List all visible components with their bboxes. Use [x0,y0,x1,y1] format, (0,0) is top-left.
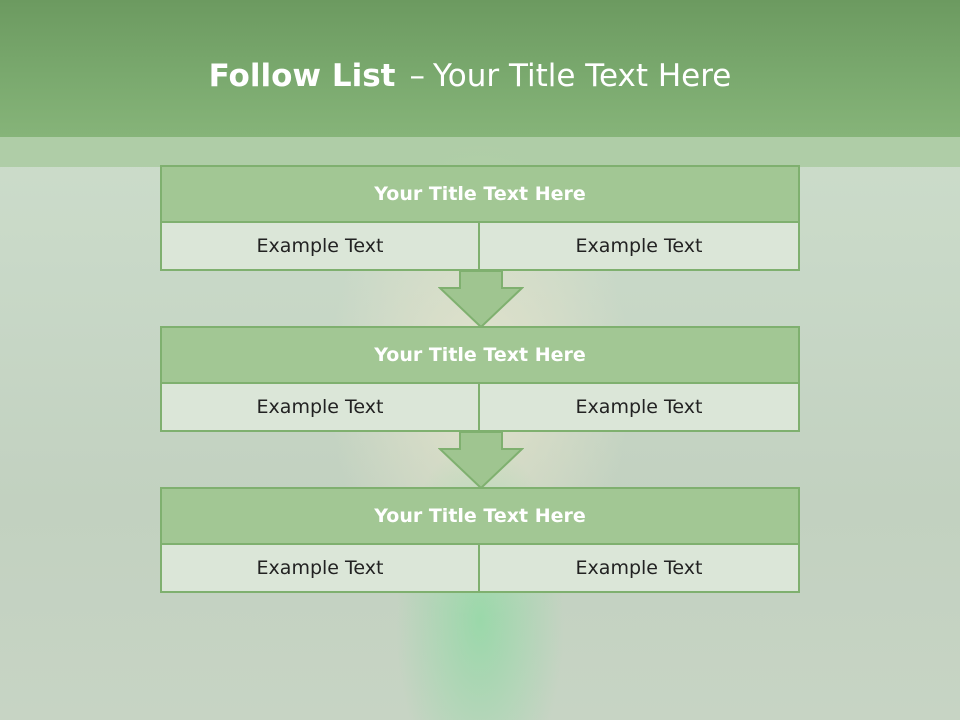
step-row-3: Example Text Example Text [160,543,800,593]
header-band [0,137,960,167]
step-title-2: Your Title Text Here [160,326,800,384]
step-1-left-cell: Example Text [160,221,480,271]
down-arrow-icon [438,432,524,490]
step-3-left-cell: Example Text [160,543,480,593]
step-title-1: Your Title Text Here [160,165,800,223]
step-block-2: Your Title Text Here Example Text Exampl… [160,326,800,432]
step-block-1: Your Title Text Here Example Text Exampl… [160,165,800,271]
step-title-3: Your Title Text Here [160,487,800,545]
page-title-bold: Follow List [208,58,396,94]
step-2-left-cell: Example Text [160,382,480,432]
step-1-right-cell: Example Text [478,221,800,271]
step-3-right-cell: Example Text [478,543,800,593]
page-title-rest: Your Title Text Here [432,58,732,94]
down-arrow-icon [438,271,524,329]
page-title-dash: – [409,58,425,94]
step-2-right-cell: Example Text [478,382,800,432]
step-block-3: Your Title Text Here Example Text Exampl… [160,487,800,593]
step-row-1: Example Text Example Text [160,221,800,271]
header-bar [0,0,960,137]
page-title: Follow List–Your Title Text Here [0,56,940,96]
step-row-2: Example Text Example Text [160,382,800,432]
